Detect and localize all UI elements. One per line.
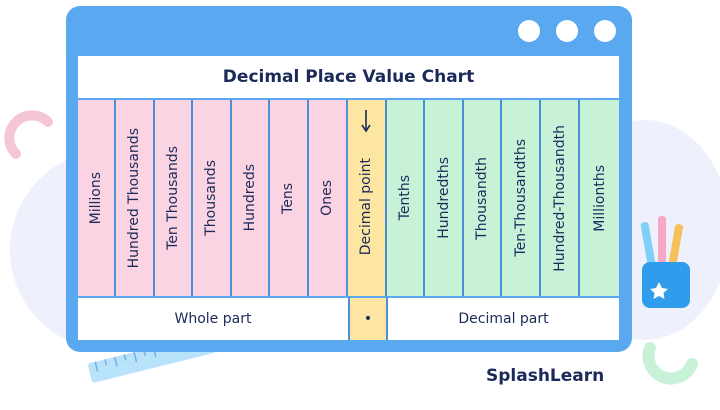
column-label: Hundred Thousands	[126, 127, 143, 269]
column-label: Hundred-Thousandth	[551, 124, 568, 272]
column-thousands: Thousands	[192, 100, 232, 296]
column-millions: Millions	[78, 100, 116, 296]
column-thousandth: Thousandth	[464, 100, 503, 296]
window-dot-icon	[594, 20, 616, 42]
column-label: Thousands	[203, 160, 220, 236]
column-ones: Ones	[308, 100, 348, 296]
column-label: Millionths	[591, 164, 608, 232]
column-label: Tenths	[397, 175, 414, 221]
part-labels-row: Whole part • Decimal part	[78, 298, 619, 340]
arrow-down-icon	[361, 110, 372, 133]
column-hundreds: Hundreds	[231, 100, 270, 296]
decimal-part-label: Decimal part	[388, 298, 619, 340]
brand-logo: SplashLearn	[486, 366, 605, 386]
column-hundred-thousandth: Hundred-Thousandth	[541, 100, 581, 296]
column-label: Ten-Thousandths	[512, 139, 529, 257]
window-dot-icon	[518, 20, 540, 42]
ring-decoration-icon	[4, 110, 53, 159]
column-label: Millions	[87, 171, 104, 225]
column-hundredths: Hundredths	[425, 100, 465, 296]
column-millionths: Millionths	[580, 100, 619, 296]
column-label: Hundreds	[241, 164, 258, 232]
column-tens: Tens	[269, 100, 309, 296]
chart-title: Decimal Place Value Chart	[222, 67, 475, 87]
column-label: Hundredths	[435, 157, 452, 239]
column-label: Ten Thousands	[164, 146, 181, 250]
column-hundred-thousands: Hundred Thousands	[115, 100, 155, 296]
place-value-grid: Millions Hundred Thousands Ten Thousands…	[78, 100, 619, 296]
column-ten-thousandths: Ten-Thousandths	[502, 100, 542, 296]
column-label: Thousandth	[474, 156, 491, 240]
window-dot-icon	[556, 20, 578, 42]
column-label: Ones	[319, 180, 336, 216]
whole-part-label: Whole part	[78, 298, 348, 340]
column-label: Decimal point	[358, 158, 375, 256]
column-label: Tens	[280, 182, 297, 214]
decimal-point-symbol: •	[348, 298, 388, 340]
swirl-decoration-icon	[642, 342, 698, 385]
pen-holder-icon	[640, 216, 690, 308]
column-ten-thousands: Ten Thousands	[154, 100, 193, 296]
chart-title-bar: Decimal Place Value Chart	[78, 56, 619, 98]
column-decimal-point: Decimal point	[347, 100, 388, 296]
column-tenths: Tenths	[387, 100, 426, 296]
